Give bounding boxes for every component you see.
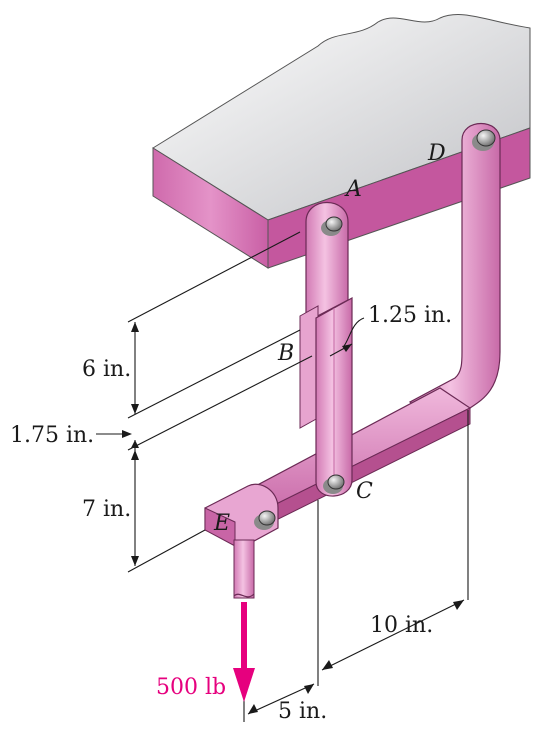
member-d-vertical — [408, 122, 501, 427]
load-label: 500 lb — [156, 675, 226, 700]
dim-5in-line — [247, 683, 315, 715]
arrow-175-lower — [131, 440, 139, 448]
link-ab-lower — [299, 305, 319, 429]
rod-break — [233, 593, 255, 598]
pins — [254, 129, 496, 530]
dim-label-175: 1.75 in. — [10, 423, 94, 448]
point-label-e: E — [213, 511, 230, 536]
arrow-5in-left — [248, 704, 258, 714]
point-label-b: B — [277, 341, 294, 366]
point-label-a: A — [344, 177, 362, 202]
arrow-7in-top — [131, 450, 139, 460]
pin-a — [321, 216, 343, 236]
pin-e — [254, 510, 276, 530]
arrow-125 — [342, 344, 352, 352]
rod-e — [233, 539, 255, 599]
point-label-d: D — [427, 141, 446, 166]
labels: D A B C E 1.25 in. 6 in. 1.75 in. 7 in. … — [10, 141, 452, 724]
arrow-10in-right — [453, 600, 464, 610]
arrowheads — [122, 322, 464, 714]
dim-label-5in: 5 in. — [278, 699, 327, 724]
arrow-6in-top — [131, 322, 139, 332]
pin-c — [323, 474, 345, 494]
arrow-5in-right — [304, 684, 314, 694]
dim-label-125: 1.25 in. — [368, 303, 452, 328]
arrow-6in-bottom — [131, 404, 139, 414]
dim-10in-line — [321, 599, 465, 671]
dim-label-6in: 6 in. — [82, 357, 131, 382]
dim-label-7in: 7 in. — [82, 497, 131, 522]
clevis-e — [204, 483, 279, 599]
ext-line-b2 — [127, 355, 313, 451]
ext-line-e — [127, 529, 206, 573]
arrow-7in-bottom — [131, 556, 139, 566]
arrow-175 — [122, 430, 132, 438]
point-label-c: C — [356, 479, 373, 504]
arrow-10in-left — [322, 660, 333, 670]
dim-125-leader — [343, 317, 365, 347]
link-bc — [315, 296, 353, 497]
load-arrow — [233, 602, 255, 702]
dimension-lines — [96, 231, 469, 722]
load-arrow-head — [233, 668, 255, 702]
support-top-face — [152, 14, 531, 221]
dim-label-10in: 10 in. — [370, 613, 433, 638]
ext-line-b — [127, 329, 301, 419]
pin-d — [472, 129, 496, 151]
ext-line-a — [127, 231, 301, 323]
